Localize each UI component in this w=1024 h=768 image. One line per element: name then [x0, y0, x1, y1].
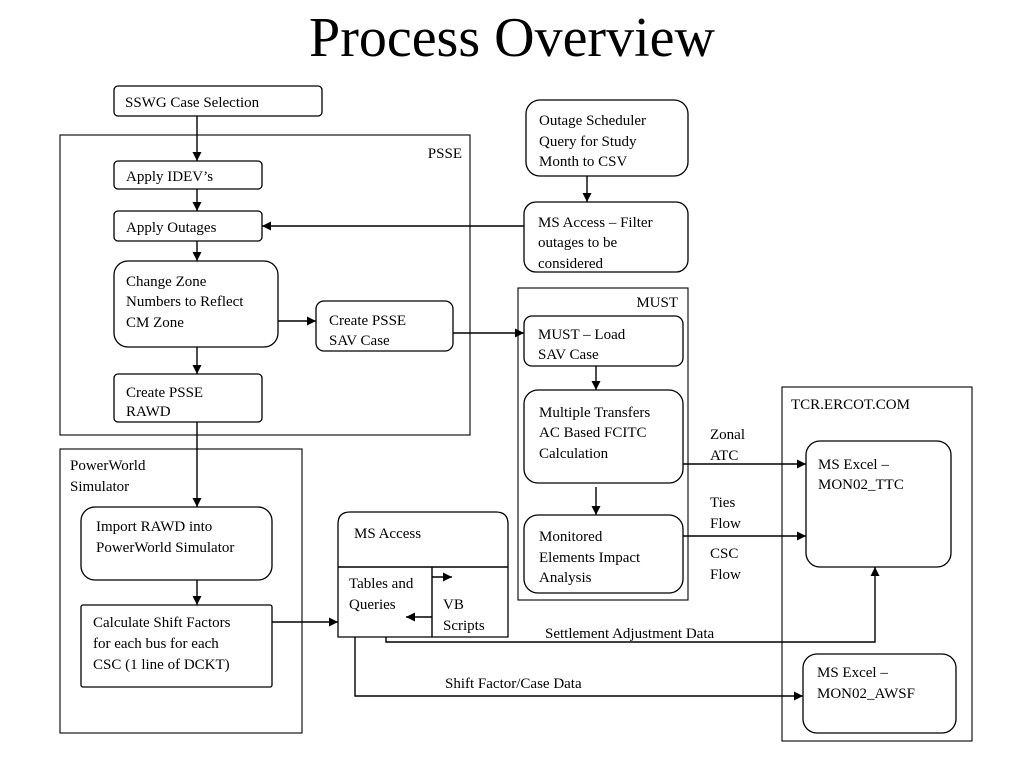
ms-access-filter-node: [523, 201, 689, 273]
powerworld-group: [59, 448, 303, 734]
ms-excel-awsf-label: MS Excel – MON02_AWSF: [817, 665, 915, 702]
tcr-ercot-group-label: TCR.ERCOT.COM: [791, 397, 910, 413]
ms-access-filter-label: MS Access – Filter outages to be conside…: [538, 215, 656, 272]
change-zone-numbers-node: [113, 260, 279, 348]
apply-idev-label: Apply IDEV’s: [126, 169, 213, 185]
ms-excel-awsf-node: [802, 653, 957, 734]
must-group: [517, 287, 689, 601]
ties-flow-label: Ties Flow: [710, 495, 741, 532]
calculate-shift-factors-label: Calculate Shift Factors for each bus for…: [93, 615, 234, 673]
calculate-shift-factors-node: [80, 604, 273, 688]
create-psse-rawd-label: Create PSSE RAWD: [126, 385, 207, 420]
settlement-adjustment-label: Settlement Adjustment Data: [545, 626, 714, 642]
create-psse-rawd-node: [113, 373, 263, 423]
apply-outages-label: Apply Outages: [126, 220, 217, 236]
psse-group: [59, 134, 471, 436]
ms-access-label: MS Access: [354, 526, 421, 542]
page-title: Process Overview: [309, 7, 715, 69]
must-load-sav-node: [523, 315, 684, 367]
sswg-case-selection-label: SSWG Case Selection: [125, 95, 260, 111]
shift-factor-case-label: Shift Factor/Case Data: [445, 676, 582, 692]
monitored-elements-node: [523, 514, 684, 594]
vb-scripts-label: VB Scripts: [443, 597, 485, 634]
create-psse-sav-node: [315, 300, 454, 352]
apply-idev-node: [113, 160, 263, 190]
ms-excel-ttc-label: MS Excel – MON02_TTC: [818, 457, 904, 493]
outage-scheduler-query-node: [525, 99, 689, 177]
ms-access-node: [337, 511, 509, 638]
outage-scheduler-query-label: Outage Scheduler Query for Study Month t…: [539, 113, 650, 170]
zonal-atc-label: Zonal ATC: [710, 427, 749, 464]
create-psse-sav-label: Create PSSE SAV Case: [329, 313, 410, 349]
change-zone-numbers-label: Change Zone Numbers to Reflect CM Zone: [126, 274, 247, 331]
arrow-settlement-adjustment: [385, 567, 880, 643]
sswg-case-selection-node: [113, 85, 323, 117]
tables-and-queries-label: Tables and Queries: [349, 576, 417, 613]
must-load-sav-label: MUST – Load SAV Case: [538, 327, 629, 363]
psse-group-label: PSSE: [428, 146, 462, 162]
monitored-elements-label: Monitored Elements Impact Analysis: [539, 529, 644, 586]
powerworld-group-label: PowerWorld Simulator: [70, 458, 149, 495]
import-rawd-label: Import RAWD into PowerWorld Simulator: [96, 519, 234, 556]
must-group-label: MUST: [636, 295, 678, 311]
tcr-ercot-group: [781, 386, 973, 742]
multiple-transfers-node: [523, 389, 684, 484]
arrow-shift-factor-case: [354, 637, 803, 701]
csc-flow-label: CSC Flow: [710, 546, 742, 583]
import-rawd-node: [80, 506, 273, 581]
multiple-transfers-label: Multiple Transfers AC Based FCITC Calcul…: [539, 405, 654, 462]
